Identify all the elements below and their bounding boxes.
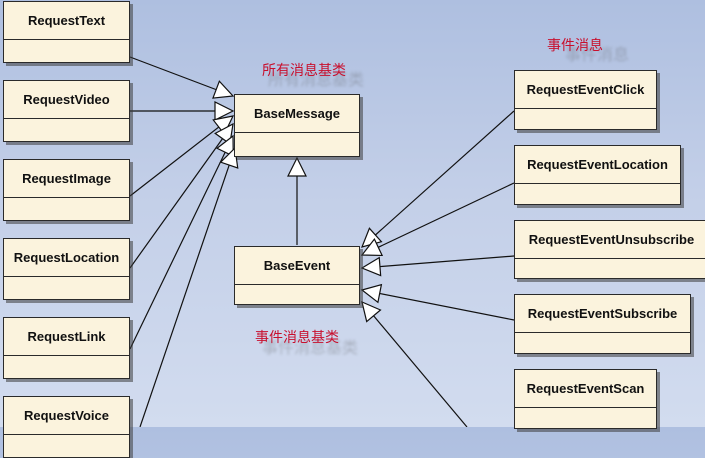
note-shadow: 所有消息基类 bbox=[268, 70, 365, 89]
class-name: RequestEventClick bbox=[515, 71, 656, 109]
class-name: RequestVideo bbox=[4, 81, 129, 119]
note-event-message: 事件消息 bbox=[547, 38, 603, 54]
class-body bbox=[4, 277, 129, 297]
class-body bbox=[515, 408, 656, 428]
class-name: RequestText bbox=[4, 2, 129, 40]
edge-request-text bbox=[129, 56, 217, 91]
class-body bbox=[4, 356, 129, 376]
class-request-event-scan[interactable]: RequestEventScan bbox=[514, 369, 657, 429]
class-name: RequestEventLocation bbox=[515, 146, 680, 184]
class-base-event[interactable]: BaseEvent bbox=[234, 246, 360, 305]
edge-request-link bbox=[129, 151, 226, 350]
edge-request-event-click bbox=[375, 110, 515, 236]
class-request-event-location[interactable]: RequestEventLocation bbox=[514, 145, 681, 205]
class-request-voice[interactable]: RequestVoice bbox=[3, 396, 130, 458]
note-base-event: 事件消息基类 bbox=[255, 330, 339, 346]
edge-request-location bbox=[129, 138, 224, 269]
edge-request-event-unsubscribe-arrowhead bbox=[360, 256, 382, 277]
class-request-video[interactable]: RequestVideo bbox=[3, 80, 130, 142]
class-name: BaseMessage bbox=[235, 95, 359, 133]
class-request-event-unsubscribe[interactable]: RequestEventUnsubscribe bbox=[514, 220, 705, 279]
class-request-event-click[interactable]: RequestEventClick bbox=[514, 70, 657, 130]
class-body bbox=[235, 285, 359, 305]
edge-request-voice bbox=[139, 164, 230, 427]
class-request-image[interactable]: RequestImage bbox=[3, 159, 130, 221]
edge-request-voice-arrowhead bbox=[219, 146, 239, 169]
class-name: RequestImage bbox=[4, 160, 129, 198]
inheritance-edges bbox=[129, 56, 515, 427]
edge-request-link-arrowhead bbox=[215, 134, 234, 158]
class-body bbox=[4, 198, 129, 218]
class-request-text[interactable]: RequestText bbox=[3, 1, 130, 63]
class-body bbox=[4, 119, 129, 139]
class-body bbox=[515, 109, 656, 129]
edge-request-image-arrowhead bbox=[212, 115, 235, 136]
class-name: RequestLocation bbox=[4, 239, 129, 277]
class-name: RequestEventScan bbox=[515, 370, 656, 408]
note-base-message: 所有消息基类 bbox=[262, 63, 346, 79]
edge-request-image bbox=[129, 126, 220, 197]
class-body bbox=[515, 259, 705, 279]
class-request-location[interactable]: RequestLocation bbox=[3, 238, 130, 300]
edge-request-event-subscribe-arrowhead bbox=[360, 283, 383, 304]
note-shadow: 事件消息基类 bbox=[262, 338, 359, 357]
diagram-canvas bbox=[129, 56, 515, 427]
edge-request-event-scan bbox=[373, 315, 468, 427]
class-name: RequestEventUnsubscribe bbox=[515, 221, 705, 259]
class-body bbox=[515, 333, 690, 353]
class-name: RequestVoice bbox=[4, 397, 129, 435]
edge-request-text-arrowhead bbox=[212, 80, 235, 99]
class-base-message[interactable]: BaseMessage bbox=[234, 94, 360, 157]
inheritance-arrowheads bbox=[212, 80, 384, 323]
edge-request-video-arrowhead bbox=[214, 101, 235, 121]
note-shadow: 事件消息 bbox=[565, 45, 630, 64]
class-name: RequestLink bbox=[4, 318, 129, 356]
edge-base-event-arrowhead bbox=[287, 156, 307, 177]
class-body bbox=[4, 40, 129, 60]
class-name: RequestEventSubscribe bbox=[515, 295, 690, 333]
edge-request-event-subscribe bbox=[379, 292, 515, 321]
class-request-event-subscribe[interactable]: RequestEventSubscribe bbox=[514, 294, 691, 354]
class-request-link[interactable]: RequestLink bbox=[3, 317, 130, 379]
class-name: BaseEvent bbox=[235, 247, 359, 285]
edge-request-event-location bbox=[378, 182, 515, 248]
class-body bbox=[4, 435, 129, 455]
edge-request-event-scan-arrowhead bbox=[361, 300, 382, 323]
edge-request-event-unsubscribe bbox=[379, 255, 515, 268]
class-body bbox=[235, 133, 359, 153]
edge-request-event-location-arrowhead bbox=[360, 238, 384, 257]
class-body bbox=[515, 184, 680, 204]
